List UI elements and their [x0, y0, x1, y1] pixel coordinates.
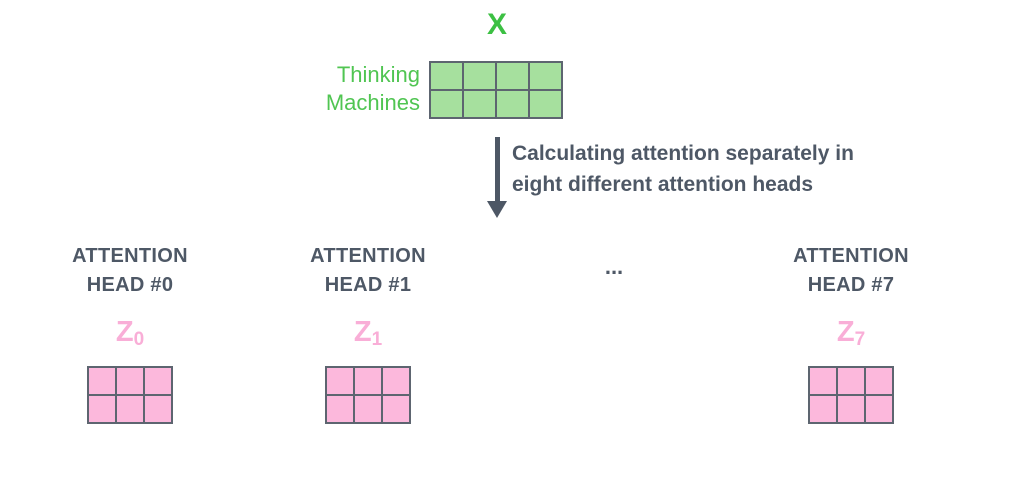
matrix-cell [354, 395, 382, 423]
matrix-cell [463, 62, 496, 90]
matrix-cell [809, 395, 837, 423]
matrix-cell [496, 62, 529, 90]
z0-matrix-label: Z0 [20, 316, 240, 352]
attention-head-0-title-line-2: HEAD #0 [86, 274, 174, 296]
z0-base: Z [115, 316, 134, 348]
matrix-cell [144, 367, 172, 395]
matrix-cell [88, 395, 116, 423]
z1-matrix-label: Z1 [258, 316, 478, 352]
heads-ellipsis: ... [604, 254, 624, 279]
matrix-cell [865, 395, 893, 423]
attention-head-1: ATTENTION HEAD #1 Z1 [258, 242, 478, 437]
attention-head-7-title-line-1: ATTENTION [793, 245, 909, 267]
down-arrow-head-icon [487, 201, 507, 218]
input-row-labels: Thinking Machines [250, 61, 420, 117]
matrix-cell [116, 395, 144, 423]
down-arrow-line [495, 137, 500, 202]
matrix-cell [116, 367, 144, 395]
attention-head-7: ATTENTION HEAD #7 Z7 [741, 242, 961, 437]
attention-head-0: ATTENTION HEAD #0 Z0 [20, 242, 240, 437]
z0-matrix-grid [87, 366, 173, 424]
matrix-cell [382, 395, 410, 423]
matrix-cell [865, 367, 893, 395]
attention-head-1-title-line-1: ATTENTION [310, 245, 426, 267]
arrow-caption-line-2: eight different attention heads [512, 173, 814, 196]
matrix-cell [809, 367, 837, 395]
z1-matrix-grid [325, 366, 411, 424]
matrix-cell [326, 367, 354, 395]
matrix-cell [144, 395, 172, 423]
z7-matrix-grid [808, 366, 894, 424]
attention-head-7-title: ATTENTION HEAD #7 [741, 242, 961, 300]
input-row-label-1: Thinking [336, 62, 420, 87]
matrix-cell [463, 90, 496, 118]
attention-head-1-title-line-2: HEAD #1 [324, 274, 412, 296]
matrix-cell [837, 395, 865, 423]
z7-base: Z [836, 316, 855, 348]
attention-head-0-title: ATTENTION HEAD #0 [20, 242, 240, 300]
matrix-cell [88, 367, 116, 395]
matrix-cell [529, 62, 562, 90]
input-matrix-grid [429, 61, 563, 119]
z7-matrix-label: Z7 [741, 316, 961, 352]
z1-subscript: 1 [371, 329, 383, 350]
matrix-cell [496, 90, 529, 118]
input-matrix-label: X [486, 8, 507, 41]
matrix-cell [837, 367, 865, 395]
matrix-cell [382, 367, 410, 395]
matrix-cell [529, 90, 562, 118]
matrix-cell [354, 367, 382, 395]
attention-head-7-title-line-2: HEAD #7 [807, 274, 895, 296]
z1-base: Z [353, 316, 372, 348]
arrow-caption-line-1: Calculating attention separately in [512, 142, 854, 165]
arrow-caption: Calculating attention separately in eigh… [512, 138, 854, 200]
z0-subscript: 0 [133, 329, 145, 350]
matrix-cell [430, 62, 463, 90]
matrix-cell [430, 90, 463, 118]
attention-head-0-title-line-1: ATTENTION [72, 245, 188, 267]
z7-subscript: 7 [854, 329, 866, 350]
input-row-label-2: Machines [325, 90, 420, 115]
matrix-cell [326, 395, 354, 423]
attention-head-1-title: ATTENTION HEAD #1 [258, 242, 478, 300]
